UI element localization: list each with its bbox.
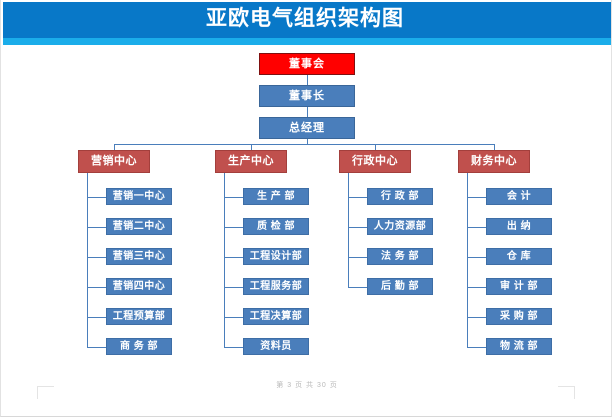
connector-spine-2 (348, 173, 349, 287)
connector-spine-3 (467, 173, 468, 347)
node-label: 生 产 部 (256, 190, 296, 202)
connector-center-drop-0 (114, 144, 115, 150)
org-chart: 董事会董事长总经理营销中心营销一中心营销二中心营销三中心营销四中心工程预算部商 … (1, 45, 611, 375)
node-label: 生产中心 (228, 155, 274, 167)
title-banner-accent-strip (3, 38, 611, 45)
node-label: 仓 库 (506, 250, 532, 262)
connector-branch-1-4 (224, 316, 243, 318)
connector-branch-2-2 (348, 256, 367, 258)
connector-branch-3-4 (467, 316, 486, 318)
node-label: 采 购 部 (499, 310, 539, 322)
page-status: 第 3 页 共 30 页 (276, 382, 338, 389)
node-label: 财务中心 (471, 155, 517, 167)
node-label: 出 纳 (506, 220, 532, 232)
node-center-2[interactable]: 生产中心 (215, 150, 287, 173)
connector-gm-stem (307, 139, 308, 144)
node-label: 总经理 (289, 121, 325, 134)
node-department-4-2[interactable]: 出 纳 (486, 218, 552, 235)
connector-branch-2-1 (348, 226, 367, 228)
node-department-2-5[interactable]: 工程决算部 (243, 308, 309, 325)
node-department-2-6[interactable]: 资料员 (243, 338, 309, 355)
connector-branch-0-0 (87, 196, 106, 198)
margin-marker-right (558, 386, 575, 399)
connector-center-drop-3 (494, 144, 495, 150)
node-label: 营销一中心 (112, 190, 166, 202)
connector-spine-1 (224, 173, 225, 347)
node-center-3[interactable]: 行政中心 (339, 150, 411, 173)
node-board-of-directors[interactable]: 董事会 (259, 53, 355, 75)
node-department-4-3[interactable]: 仓 库 (486, 248, 552, 265)
node-department-1-4[interactable]: 营销四中心 (106, 278, 172, 295)
node-label: 后 勤 部 (380, 280, 420, 292)
node-department-4-4[interactable]: 审 计 部 (486, 278, 552, 295)
node-label: 工程服务部 (249, 280, 303, 292)
node-department-3-2[interactable]: 人力资源部 (367, 218, 433, 235)
connector-branch-2-0 (348, 196, 367, 198)
connector-spine-0 (87, 173, 88, 347)
node-label: 人力资源部 (373, 220, 427, 232)
node-label: 营销三中心 (112, 250, 166, 262)
connector-center-drop-1 (251, 144, 252, 150)
connector-top-0 (307, 75, 308, 85)
margin-marker-left (37, 386, 54, 399)
node-label: 营销中心 (91, 155, 137, 167)
node-label: 审 计 部 (499, 280, 539, 292)
connector-top-1 (307, 107, 308, 117)
connector-branch-0-4 (87, 316, 106, 318)
node-label: 董事长 (289, 89, 325, 102)
connector-center-drop-2 (375, 144, 376, 150)
node-label: 商 务 部 (119, 340, 159, 352)
node-department-1-3[interactable]: 营销三中心 (106, 248, 172, 265)
node-department-1-6[interactable]: 商 务 部 (106, 338, 172, 355)
connector-branch-3-2 (467, 256, 486, 258)
connector-branch-2-3 (348, 286, 367, 288)
node-center-1[interactable]: 营销中心 (78, 150, 150, 173)
connector-branch-3-3 (467, 286, 486, 288)
node-label: 董事会 (289, 57, 325, 70)
node-department-3-3[interactable]: 法 务 部 (367, 248, 433, 265)
node-department-3-4[interactable]: 后 勤 部 (367, 278, 433, 295)
node-department-4-1[interactable]: 会 计 (486, 188, 552, 205)
node-department-3-1[interactable]: 行 政 部 (367, 188, 433, 205)
connector-branch-0-1 (87, 226, 106, 228)
title-banner (3, 2, 611, 45)
node-department-2-2[interactable]: 质 检 部 (243, 218, 309, 235)
node-label: 行 政 部 (380, 190, 420, 202)
connector-branch-1-3 (224, 286, 243, 288)
node-department-2-4[interactable]: 工程服务部 (243, 278, 309, 295)
node-department-2-3[interactable]: 工程设计部 (243, 248, 309, 265)
connector-branch-0-2 (87, 256, 106, 258)
node-department-1-1[interactable]: 营销一中心 (106, 188, 172, 205)
connector-branch-1-2 (224, 256, 243, 258)
node-general-manager[interactable]: 总经理 (259, 117, 355, 139)
node-department-2-1[interactable]: 生 产 部 (243, 188, 309, 205)
node-label: 法 务 部 (380, 250, 420, 262)
node-label: 物 流 部 (499, 340, 539, 352)
node-department-1-2[interactable]: 营销二中心 (106, 218, 172, 235)
connector-bus (114, 144, 494, 145)
node-label: 工程预算部 (112, 310, 166, 322)
connector-branch-0-5 (87, 346, 106, 348)
connector-branch-0-3 (87, 286, 106, 288)
connector-branch-1-5 (224, 346, 243, 348)
node-label: 营销四中心 (112, 280, 166, 292)
connector-branch-3-1 (467, 226, 486, 228)
node-label: 会 计 (506, 190, 532, 202)
node-center-4[interactable]: 财务中心 (458, 150, 530, 173)
node-label: 质 检 部 (256, 220, 296, 232)
node-label: 工程决算部 (249, 310, 303, 322)
connector-branch-1-1 (224, 226, 243, 228)
connector-branch-1-0 (224, 196, 243, 198)
page-title: 亚欧电气组织架构图 (206, 7, 404, 30)
node-label: 资料员 (260, 340, 292, 352)
node-department-1-5[interactable]: 工程预算部 (106, 308, 172, 325)
connector-branch-3-0 (467, 196, 486, 198)
node-label: 营销二中心 (112, 220, 166, 232)
node-department-4-6[interactable]: 物 流 部 (486, 338, 552, 355)
node-label: 行政中心 (352, 155, 398, 167)
node-label: 工程设计部 (249, 250, 303, 262)
node-department-4-5[interactable]: 采 购 部 (486, 308, 552, 325)
connector-branch-3-5 (467, 346, 486, 348)
node-chairman[interactable]: 董事长 (259, 85, 355, 107)
